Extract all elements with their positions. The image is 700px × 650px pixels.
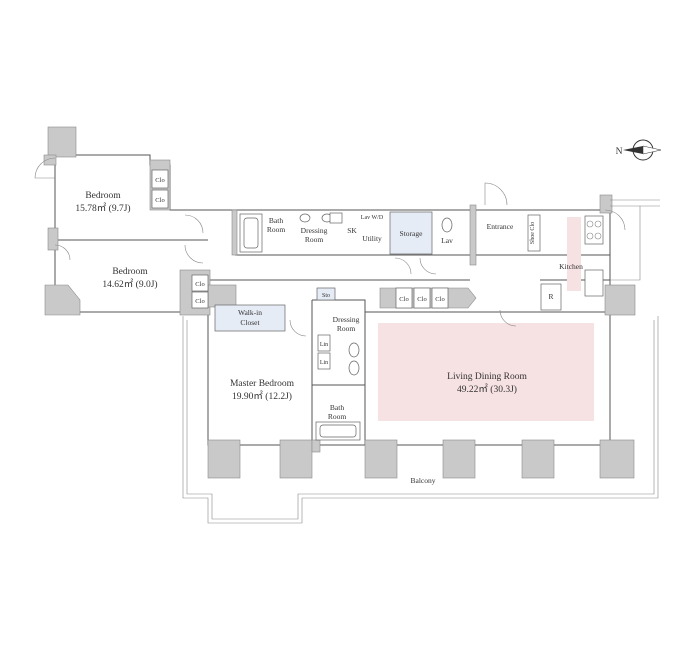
pillar-nw <box>47 126 77 158</box>
bath2-line1: Bath <box>330 403 344 412</box>
lav-label: Lav <box>441 236 453 245</box>
top-right-structure <box>610 199 660 281</box>
bath2-line2: Room <box>328 412 347 421</box>
bath1-line1: Bath <box>269 216 283 225</box>
pillar-e <box>604 284 636 316</box>
dressing2-line2: Room <box>337 324 356 333</box>
sk-sink <box>329 212 343 224</box>
walk-in-line2: Closet <box>240 318 260 327</box>
entrance-label: Entrance <box>487 222 514 231</box>
pillar-lv-3 <box>521 439 555 479</box>
toilet-dressing <box>348 342 360 358</box>
toilet-lav <box>441 217 453 233</box>
clo-label-1: Clo <box>155 177 164 184</box>
sto-label: Sto <box>322 293 330 299</box>
wall-entrance <box>469 204 477 266</box>
walk-in-line1: Walk-in <box>238 308 262 317</box>
dressing2-line1: Dressing <box>333 315 360 324</box>
clo-label-3: Clo <box>195 281 204 288</box>
balcony-label: Balcony <box>411 476 436 485</box>
sto-fill <box>316 287 336 301</box>
pillar-sw <box>44 284 81 316</box>
clo-label-7: Clo <box>435 296 444 303</box>
compass-letter: N <box>616 147 623 157</box>
clo-label-4: Clo <box>195 298 204 305</box>
lin-label-1: Lin <box>320 342 328 348</box>
compass-icon: N <box>616 139 662 161</box>
pillar-mb-left <box>207 439 241 479</box>
master-bedroom-area: 19.90㎡ (12.2J) <box>232 391 292 402</box>
pillar-w2 <box>47 227 59 251</box>
shoe-clo-label: Shoe Clo <box>530 222 536 244</box>
kitchen-label: Kitchen <box>559 262 583 271</box>
living-room-fill <box>378 323 594 421</box>
wall-mb-top <box>207 284 237 308</box>
living-room-name: Living Dining Room <box>447 372 527 382</box>
pillar-core <box>311 439 321 453</box>
dressing1-line2: Room <box>305 235 324 244</box>
sk-label: SK <box>347 226 357 235</box>
bath1-line2: Room <box>267 225 286 234</box>
clo-label-6: Clo <box>417 296 426 303</box>
pillar-lv-4 <box>599 439 635 479</box>
clo-label-2: Clo <box>155 197 164 204</box>
wall-bath-left <box>231 209 238 256</box>
doors <box>34 157 626 337</box>
living-room-area: 49.22㎡ (30.3J) <box>457 384 517 395</box>
lav-wd-label: Lav W/D <box>361 215 384 221</box>
bedroom2-area: 14.62㎡ (9.0J) <box>102 279 157 290</box>
bedroom2-name: Bedroom <box>112 267 148 277</box>
pillar-lv-2 <box>442 439 476 479</box>
pillar-ne <box>599 194 613 214</box>
refrigerator-box <box>540 283 562 311</box>
walls-outline <box>54 132 611 450</box>
dressing1-line1: Dressing <box>301 226 328 235</box>
storage-fill <box>389 211 433 255</box>
lin-label-2: Lin <box>320 360 328 366</box>
refrigerator-label: R <box>548 292 553 301</box>
master-bedroom-name: Master Bedroom <box>230 379 295 389</box>
walk-in-closet-fill <box>214 304 286 332</box>
pillar-w1 <box>43 154 57 166</box>
bedroom1-name: Bedroom <box>85 191 121 201</box>
pillar-lv-1 <box>364 439 398 479</box>
bedroom1-area: 15.78㎡ (9.7J) <box>75 203 130 214</box>
balcony-outline <box>182 316 659 524</box>
storage-label: Storage <box>400 229 424 238</box>
utility-label: Utility <box>362 234 382 243</box>
kitchen-counters <box>540 215 604 311</box>
clo-label-5: Clo <box>399 296 408 303</box>
kitchen-fill <box>567 217 581 291</box>
closet-cells <box>151 169 541 370</box>
bath-fixtures <box>239 212 453 441</box>
pillar-mb-right <box>279 439 313 479</box>
